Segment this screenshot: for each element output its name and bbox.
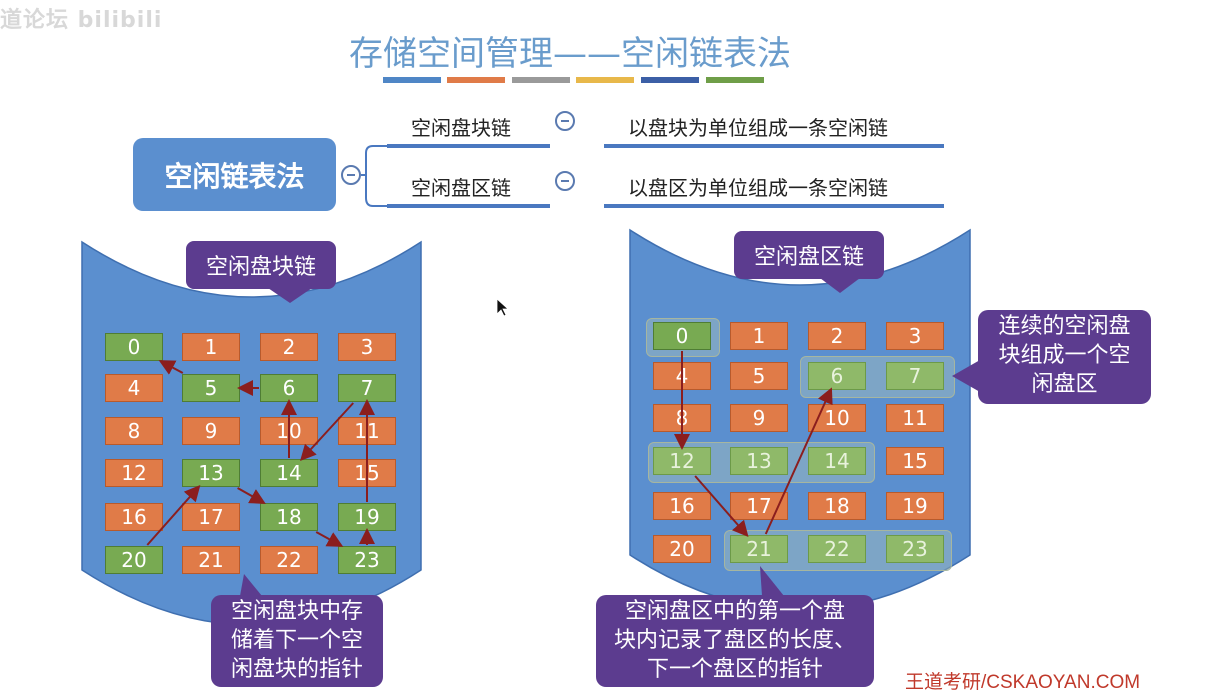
left-block-10[interactable]: 10 [260,417,318,445]
region-side-note: 连续的空闲盘 块组成一个空 闲盘区 [978,310,1151,404]
left-block-5[interactable]: 5 [182,374,240,402]
right-block-22[interactable]: 22 [808,535,866,563]
side-note-line-2: 块组成一个空 [998,343,1131,368]
mindmap-root[interactable]: 空闲链表法 [133,138,336,211]
title-bar-segment [706,77,764,83]
branch-2-collapse-icon[interactable] [555,171,575,191]
branch-1-label[interactable]: 空闲盘块链 [411,116,511,140]
right-block-11[interactable]: 11 [886,404,944,432]
right-block-6[interactable]: 6 [808,362,866,390]
right-block-3[interactable]: 3 [886,322,944,350]
right-block-17[interactable]: 17 [730,492,788,520]
left-block-9[interactable]: 9 [182,417,240,445]
title-bar-segment [576,77,634,83]
right-block-16[interactable]: 16 [653,492,711,520]
left-block-1[interactable]: 1 [182,333,240,361]
left-block-4[interactable]: 4 [105,374,163,402]
left-note-line-3: 闲盘块的指针 [230,657,363,682]
left-block-15[interactable]: 15 [338,459,396,487]
branch-1-desc[interactable]: 以盘块为单位组成一条空闲链 [628,116,888,140]
left-block-19[interactable]: 19 [338,503,396,531]
left-block-12[interactable]: 12 [105,459,163,487]
right-block-4[interactable]: 4 [653,362,711,390]
left-block-14[interactable]: 14 [260,459,318,487]
watermark-top: 道论坛 bilibili [0,8,163,33]
page-title: 存储空间管理——空闲链表法 [349,34,791,74]
right-block-12[interactable]: 12 [653,447,711,475]
left-note-line-1: 空闲盘块中存 [230,599,363,624]
right-block-23[interactable]: 23 [886,535,944,563]
left-block-18[interactable]: 18 [260,503,318,531]
collapse-icon[interactable] [341,165,361,185]
left-block-20[interactable]: 20 [105,546,163,574]
branch-2-desc-line [604,204,944,208]
left-block-23[interactable]: 23 [338,546,396,574]
right-block-18[interactable]: 18 [808,492,866,520]
right-block-19[interactable]: 19 [886,492,944,520]
branch-1-line [387,144,550,148]
left-block-8[interactable]: 8 [105,417,163,445]
right-block-2[interactable]: 2 [808,322,866,350]
left-block-2[interactable]: 2 [260,333,318,361]
branch-1-desc-line [604,144,944,148]
left-block-7[interactable]: 7 [338,374,396,402]
right-block-13[interactable]: 13 [730,447,788,475]
right-block-8[interactable]: 8 [653,404,711,432]
left-block-17[interactable]: 17 [182,503,240,531]
right-block-10[interactable]: 10 [808,404,866,432]
right-block-21[interactable]: 21 [730,535,788,563]
footer-watermark: 王道考研/CSKAOYAN.COM [905,672,1141,693]
branch-1-collapse-icon[interactable] [555,111,575,131]
right-block-7[interactable]: 7 [886,362,944,390]
branch-2-line [387,204,550,208]
branch-2-desc[interactable]: 以盘区为单位组成一条空闲链 [628,176,888,200]
left-cylinder-label: 空闲盘块链 [186,241,336,289]
title-bar-segment [447,77,505,83]
right-block-0[interactable]: 0 [653,322,711,350]
left-block-0[interactable]: 0 [105,333,163,361]
right-block-20[interactable]: 20 [653,535,711,563]
left-block-13[interactable]: 13 [182,459,240,487]
title-bar-segment [383,77,441,83]
right-block-14[interactable]: 14 [808,447,866,475]
right-block-1[interactable]: 1 [730,322,788,350]
right-note: 空闲盘区中的第一个盘 块内记录了盘区的长度、 下一个盘区的指针 [596,595,874,687]
side-note-line-3: 闲盘区 [1031,372,1098,397]
title-bar-segment [512,77,570,83]
side-note-line-1: 连续的空闲盘 [998,314,1131,339]
right-block-9[interactable]: 9 [730,404,788,432]
right-note-line-3: 下一个盘区的指针 [646,657,823,682]
title-bar-segment [641,77,699,83]
branch-2-label[interactable]: 空闲盘区链 [411,176,511,200]
left-block-3[interactable]: 3 [338,333,396,361]
right-block-5[interactable]: 5 [730,362,788,390]
left-block-22[interactable]: 22 [260,546,318,574]
left-note-line-2: 储着下一个空 [230,628,363,653]
left-block-21[interactable]: 21 [182,546,240,574]
right-cylinder-label: 空闲盘区链 [734,231,884,279]
right-block-15[interactable]: 15 [886,447,944,475]
left-block-16[interactable]: 16 [105,503,163,531]
left-block-11[interactable]: 11 [338,417,396,445]
right-note-line-1: 空闲盘区中的第一个盘 [624,599,845,624]
right-note-line-2: 块内记录了盘区的长度、 [613,628,856,653]
left-note: 空闲盘块中存 储着下一个空 闲盘块的指针 [211,595,383,687]
left-block-6[interactable]: 6 [260,374,318,402]
